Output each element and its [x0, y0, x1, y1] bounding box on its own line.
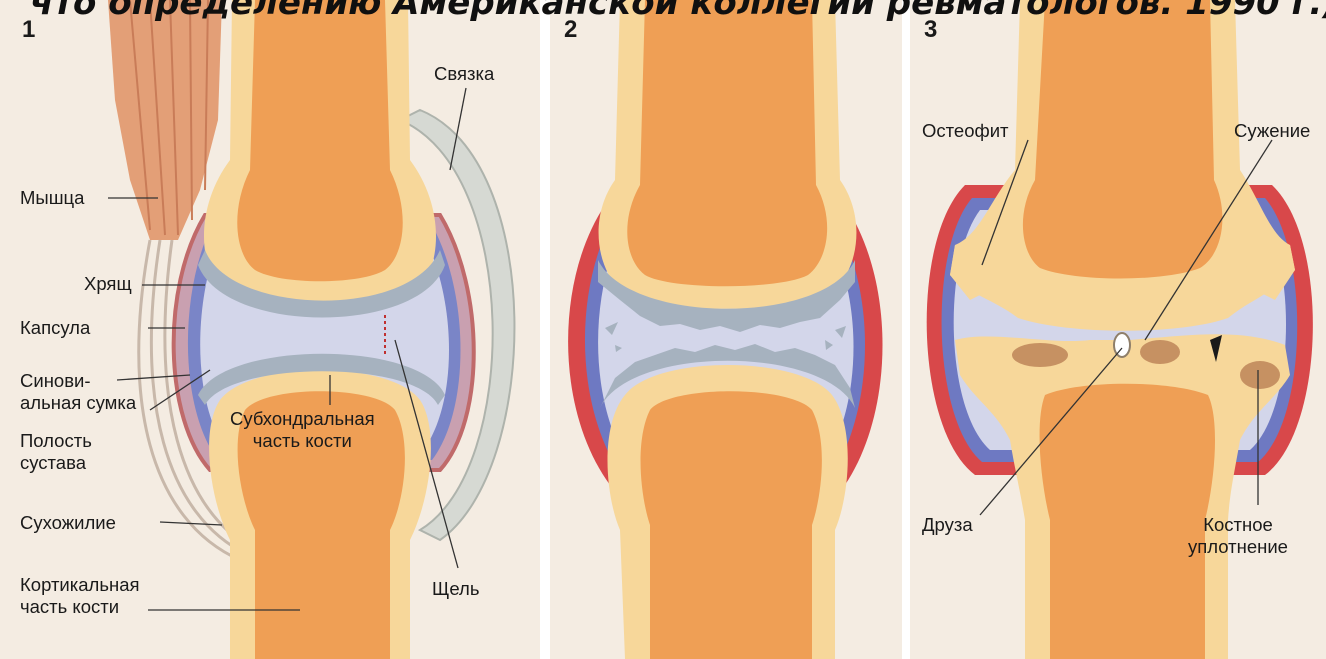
label-cartilage: Хрящ [84, 273, 132, 295]
label-osteophyte: Остеофит [922, 120, 1009, 142]
label-narrowing: Сужение [1234, 120, 1310, 142]
figure-caption: что определению Американской коллегии ре… [30, 0, 1326, 26]
panel-2-arthritis-joint: 2 [550, 0, 902, 659]
druse-shape [1114, 333, 1130, 357]
label-cortical-bone: Кортикальная часть кости [20, 574, 140, 618]
label-muscle: Мышца [20, 187, 84, 209]
label-tendon: Сухожилие [20, 512, 116, 534]
label-subchondral-bone: Субхондральная часть кости [230, 408, 375, 452]
label-druse: Друза [922, 514, 973, 536]
label-gap: Щель [432, 578, 479, 600]
panel-2-illustration [550, 0, 902, 659]
panel-3-osteoarthritis-joint: 3 Остеофит Сужение Друза Костное уплотне… [910, 0, 1326, 659]
panel-3-illustration [910, 0, 1326, 659]
label-joint-cavity: Полость сустава [20, 430, 92, 474]
label-capsule: Капсула [20, 317, 90, 339]
label-synovial-bursa: Синови- альная сумка [20, 370, 136, 414]
label-bone-sclerosis: Костное уплотнение [1188, 514, 1288, 558]
panel-1-healthy-joint: 1 Связка Мышца Хрящ Капсула Синови- альн… [0, 0, 540, 659]
label-ligament: Связка [434, 63, 494, 85]
